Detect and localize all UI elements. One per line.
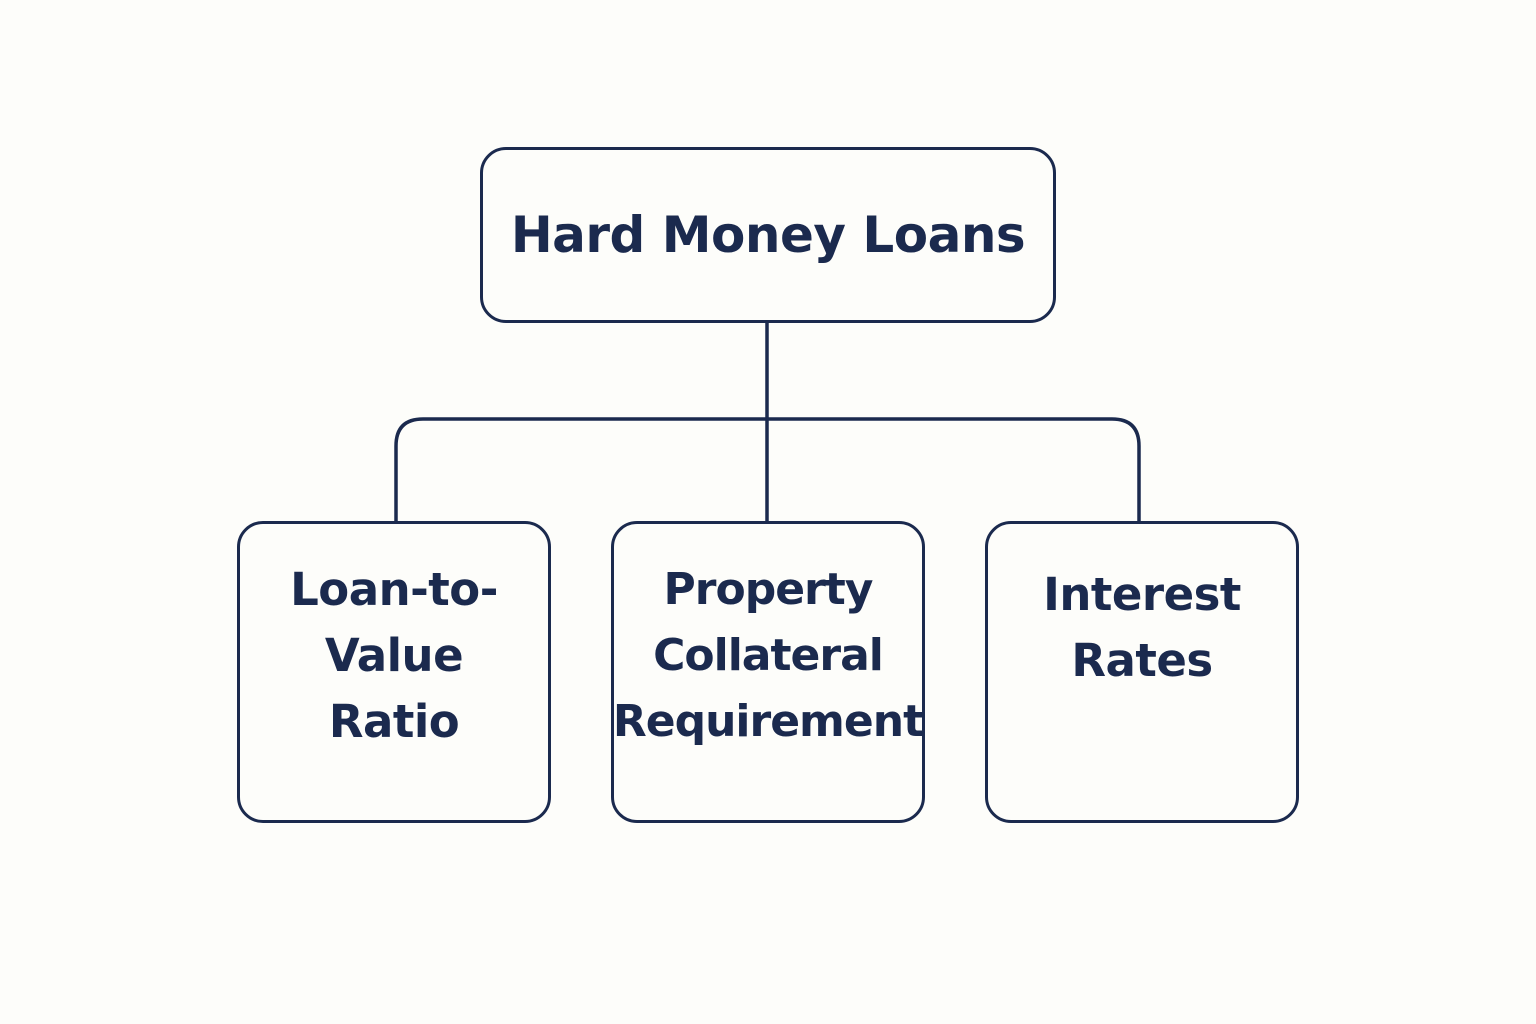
label-line: Collateral bbox=[653, 630, 884, 681]
root-node-hard-money-loans: Hard Money Loans bbox=[480, 147, 1056, 323]
root-node-label: Hard Money Loans bbox=[510, 206, 1026, 264]
label-line: Property bbox=[663, 564, 874, 615]
child-node-label: Loan-to- Value Ratio bbox=[290, 557, 498, 755]
label-line: Requirement bbox=[612, 696, 924, 747]
label-line: Value bbox=[324, 629, 464, 682]
child-node-loan-to-value-ratio: Loan-to- Value Ratio bbox=[237, 521, 551, 823]
child-node-interest-rates: Interest Rates bbox=[985, 521, 1299, 823]
connector-horizontal-branch bbox=[394, 417, 1141, 523]
child-node-property-collateral-requirement: Property Collateral Requirement bbox=[611, 521, 925, 823]
child-node-label: Property Collateral Requirement bbox=[612, 557, 924, 755]
label-line: Loan-to- bbox=[290, 563, 498, 616]
label-line: Interest bbox=[1043, 568, 1241, 621]
label-line: Ratio bbox=[328, 695, 460, 748]
child-node-label: Interest Rates bbox=[1043, 562, 1241, 694]
label-line: Rates bbox=[1071, 634, 1213, 687]
